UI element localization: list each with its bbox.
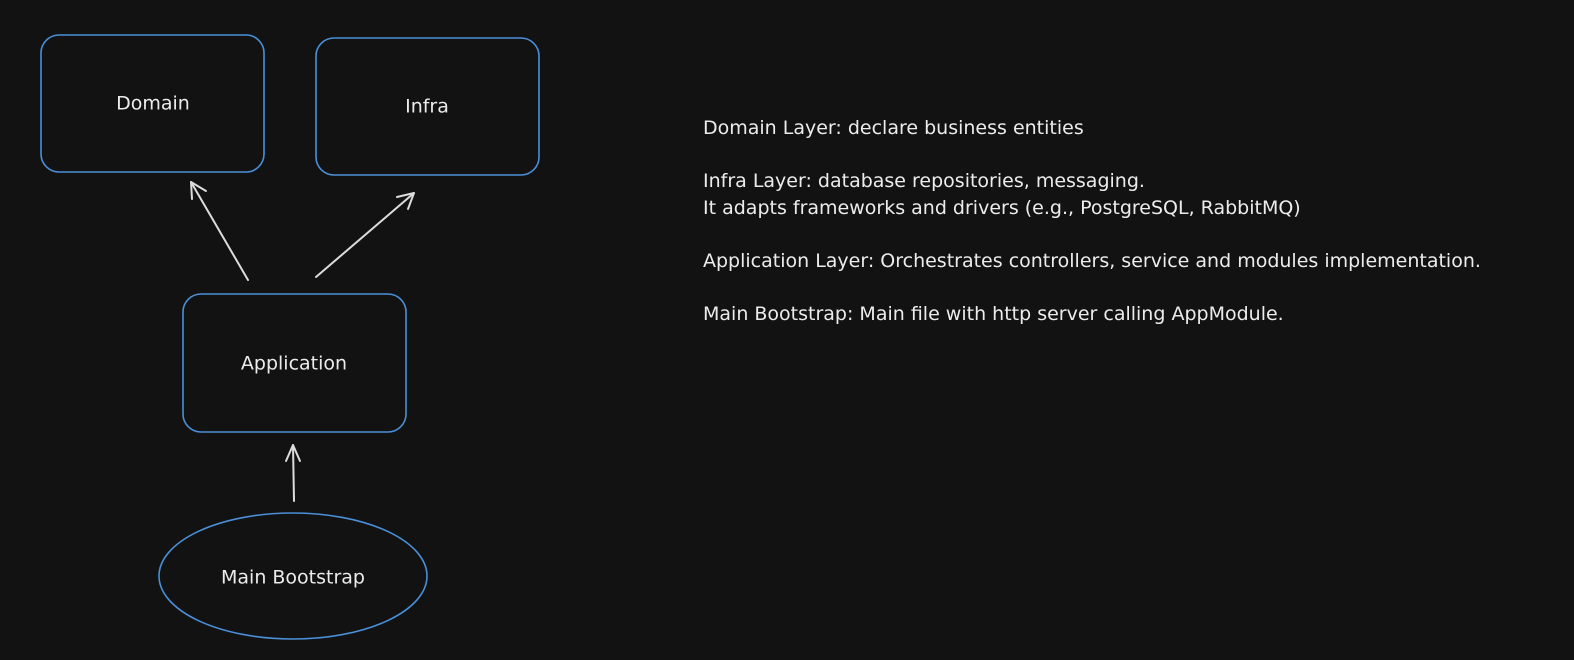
note-infra-layer-line2: It adapts frameworks and drivers (e.g., … xyxy=(703,197,1301,219)
application-node[interactable]: Application xyxy=(182,293,407,433)
main-bootstrap-node[interactable]: Main Bootstrap xyxy=(158,512,428,640)
infra-node[interactable]: Infra xyxy=(315,37,540,176)
note-domain-layer: Domain Layer: declare business entities xyxy=(703,117,1084,139)
arrow-application-to-infra-head xyxy=(396,192,415,210)
note-spacer xyxy=(703,275,1481,301)
application-node-label: Application xyxy=(241,353,347,375)
application-node-box xyxy=(182,293,407,433)
note-application-layer: Application Layer: Orchestrates controll… xyxy=(703,250,1481,272)
arrow-application-to-infra-line xyxy=(315,192,415,278)
arrow-main-to-application-line xyxy=(292,444,295,502)
arrow-main-to-application-head xyxy=(285,444,301,462)
architecture-diagram: Domain Infra Application Main Bootstrap xyxy=(40,34,540,640)
arrow-application-to-domain xyxy=(190,181,249,281)
arrow-application-to-infra xyxy=(315,192,415,278)
arrow-main-to-application xyxy=(285,444,301,502)
main-bootstrap-node-ellipse xyxy=(158,512,428,640)
note-infra-layer-line1: Infra Layer: database repositories, mess… xyxy=(703,170,1145,192)
arrow-application-to-domain-head xyxy=(190,181,207,200)
domain-node-label: Domain xyxy=(116,93,190,115)
infra-node-box xyxy=(315,37,540,176)
note-spacer xyxy=(703,142,1481,168)
note-main-bootstrap: Main Bootstrap: Main file with http serv… xyxy=(703,303,1284,325)
arrow-application-to-domain-line xyxy=(190,181,249,281)
note-spacer xyxy=(703,222,1481,248)
infra-node-label: Infra xyxy=(405,96,449,118)
domain-node[interactable]: Domain xyxy=(40,34,265,173)
main-bootstrap-node-label: Main Bootstrap xyxy=(221,567,365,589)
layer-notes: Domain Layer: declare business entities … xyxy=(703,115,1481,328)
domain-node-box xyxy=(40,34,265,173)
